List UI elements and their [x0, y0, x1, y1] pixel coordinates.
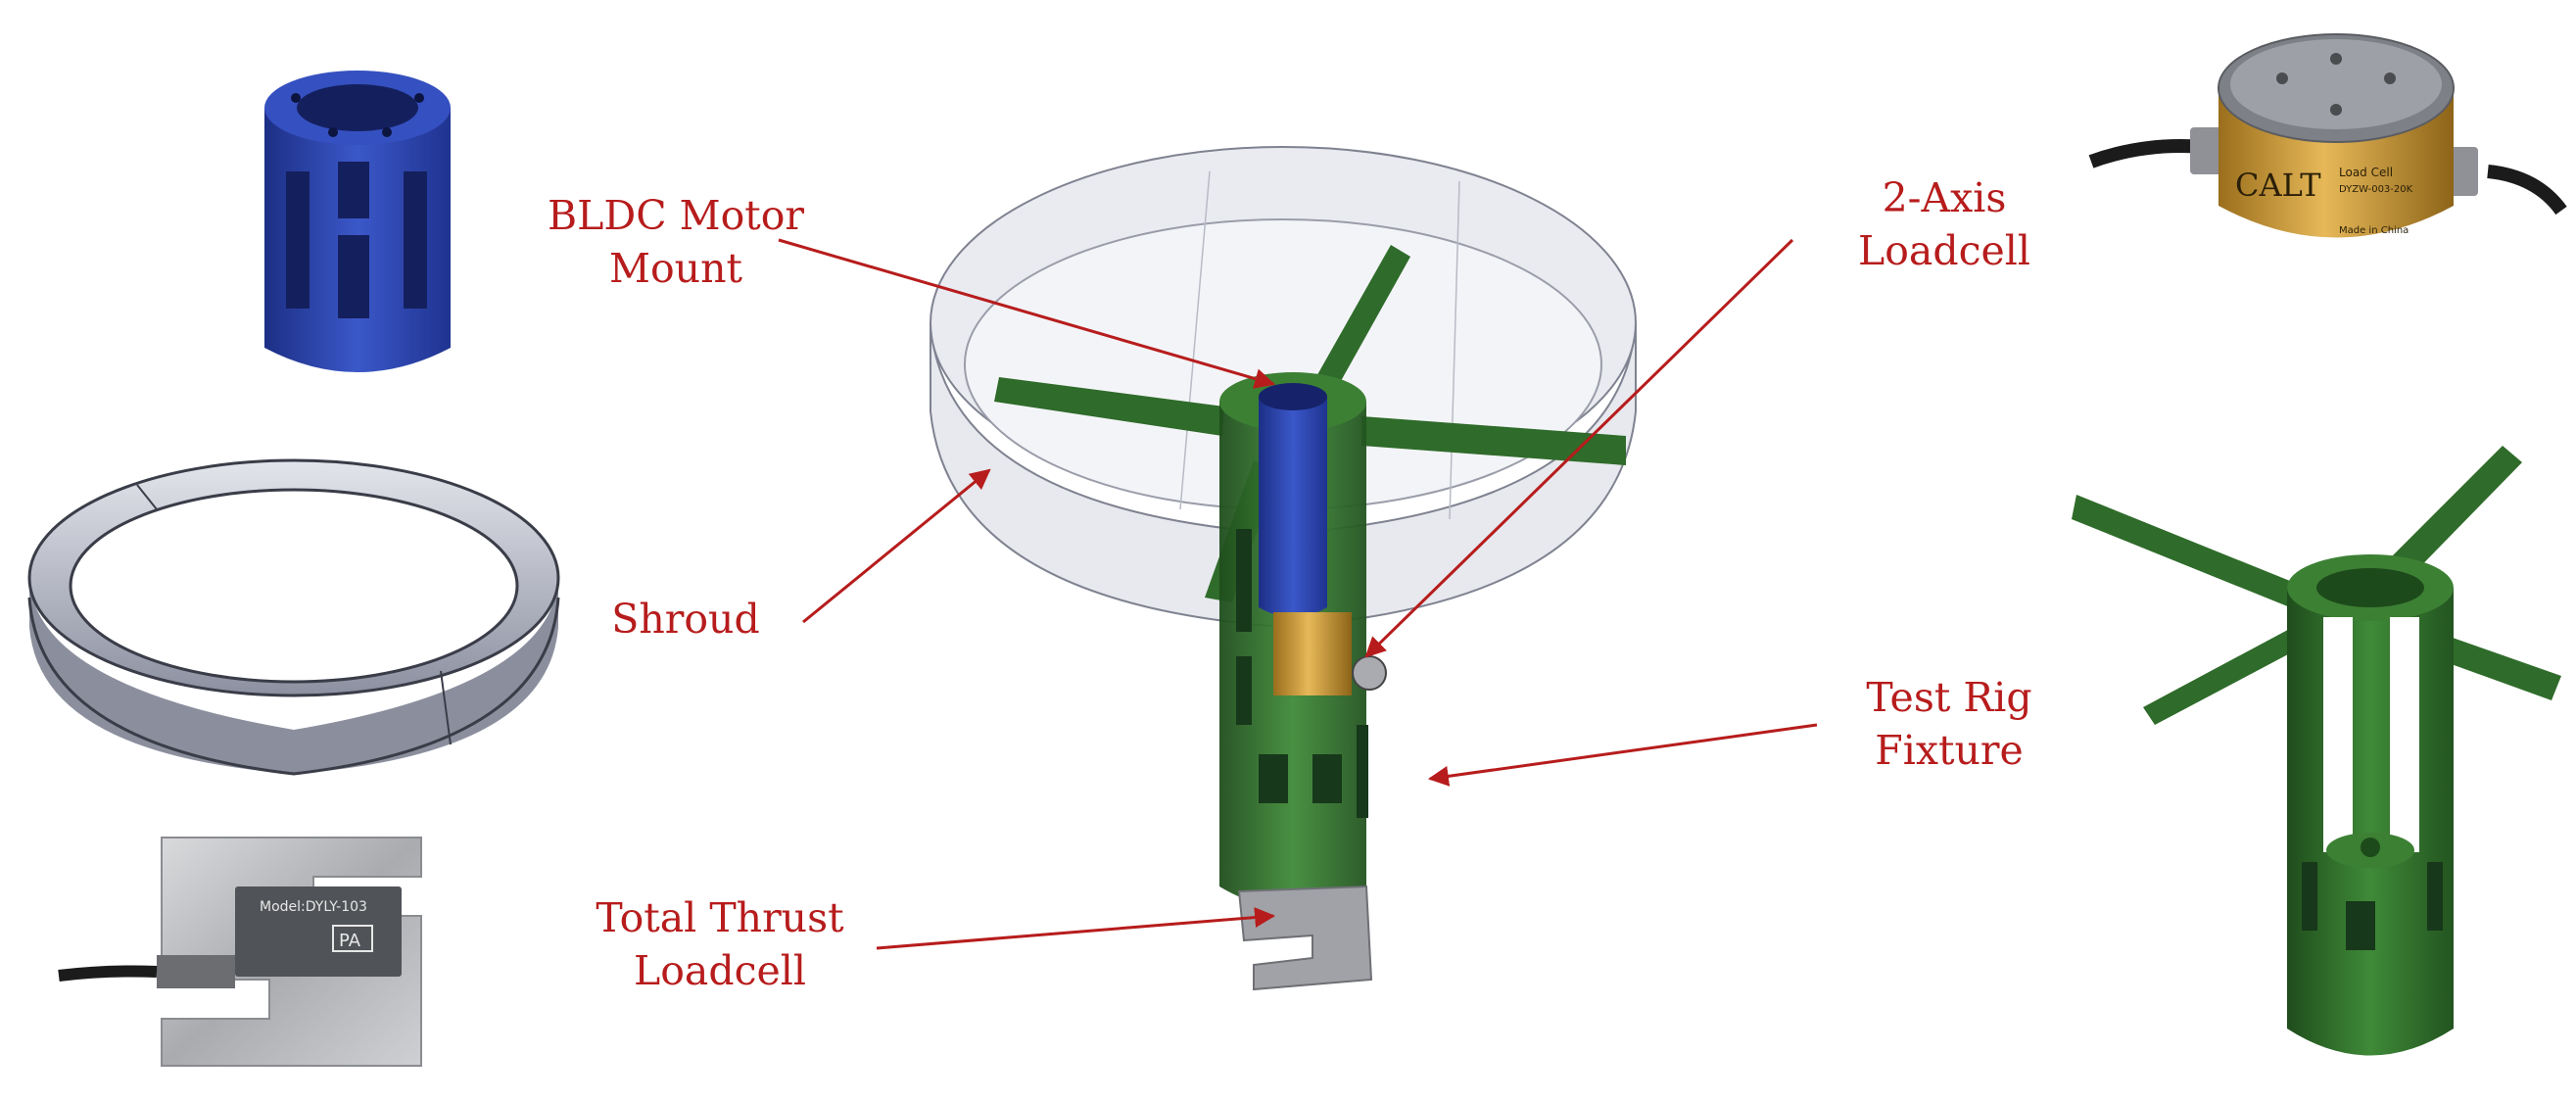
label-shroud-line1: Shroud — [611, 596, 760, 643]
sbeam-model-text: Model:DYLY-103 — [260, 899, 367, 915]
label-two-axis-line2: Loadcell — [1857, 227, 2031, 274]
two-axis-text-b: DYZW-003-20K — [2339, 184, 2413, 195]
arrow-two-axis — [1364, 238, 1794, 658]
label-fixture-line2: Fixture — [1875, 727, 2024, 774]
label-two-axis-loadcell: 2-Axis Loadcell — [1817, 171, 2072, 277]
label-thrust-line2: Loadcell — [633, 947, 807, 994]
shroud-ring-image — [27, 458, 560, 776]
label-bldc-motor-mount: BLDC Motor Mount — [529, 189, 823, 295]
arrow-thrust — [876, 907, 1276, 950]
arrow-shroud — [802, 468, 991, 624]
sbeam-brand-text: PA — [339, 931, 361, 951]
label-bldc-line2: Mount — [609, 245, 742, 292]
arrow-motor-mount — [778, 238, 1276, 389]
two-axis-loadcell-image: CALT Load Cell DYZW-003-20K Made in Chin… — [2088, 33, 2567, 238]
label-total-thrust-loadcell: Total Thrust Loadcell — [563, 891, 877, 997]
two-axis-brand-text: CALT — [2235, 167, 2321, 204]
label-shroud: Shroud — [588, 593, 784, 646]
callout-arrows — [778, 238, 1818, 950]
label-bldc-line1: BLDC Motor — [547, 192, 805, 239]
motor-mount-image — [264, 71, 451, 372]
test-rig-fixture-image — [2072, 446, 2561, 1056]
center-assembly-image — [930, 146, 1637, 991]
label-two-axis-line1: 2-Axis — [1882, 174, 2007, 221]
label-thrust-line1: Total Thrust — [596, 894, 844, 941]
label-fixture-line1: Test Rig — [1866, 674, 2032, 721]
label-test-rig-fixture: Test Rig Fixture — [1832, 671, 2067, 777]
sbeam-loadcell-image: Model:DYLY-103 PA — [58, 837, 422, 1067]
two-axis-text-c: Made in China — [2339, 225, 2409, 236]
arrow-fixture — [1427, 723, 1818, 787]
two-axis-text-a: Load Cell — [2339, 166, 2393, 179]
